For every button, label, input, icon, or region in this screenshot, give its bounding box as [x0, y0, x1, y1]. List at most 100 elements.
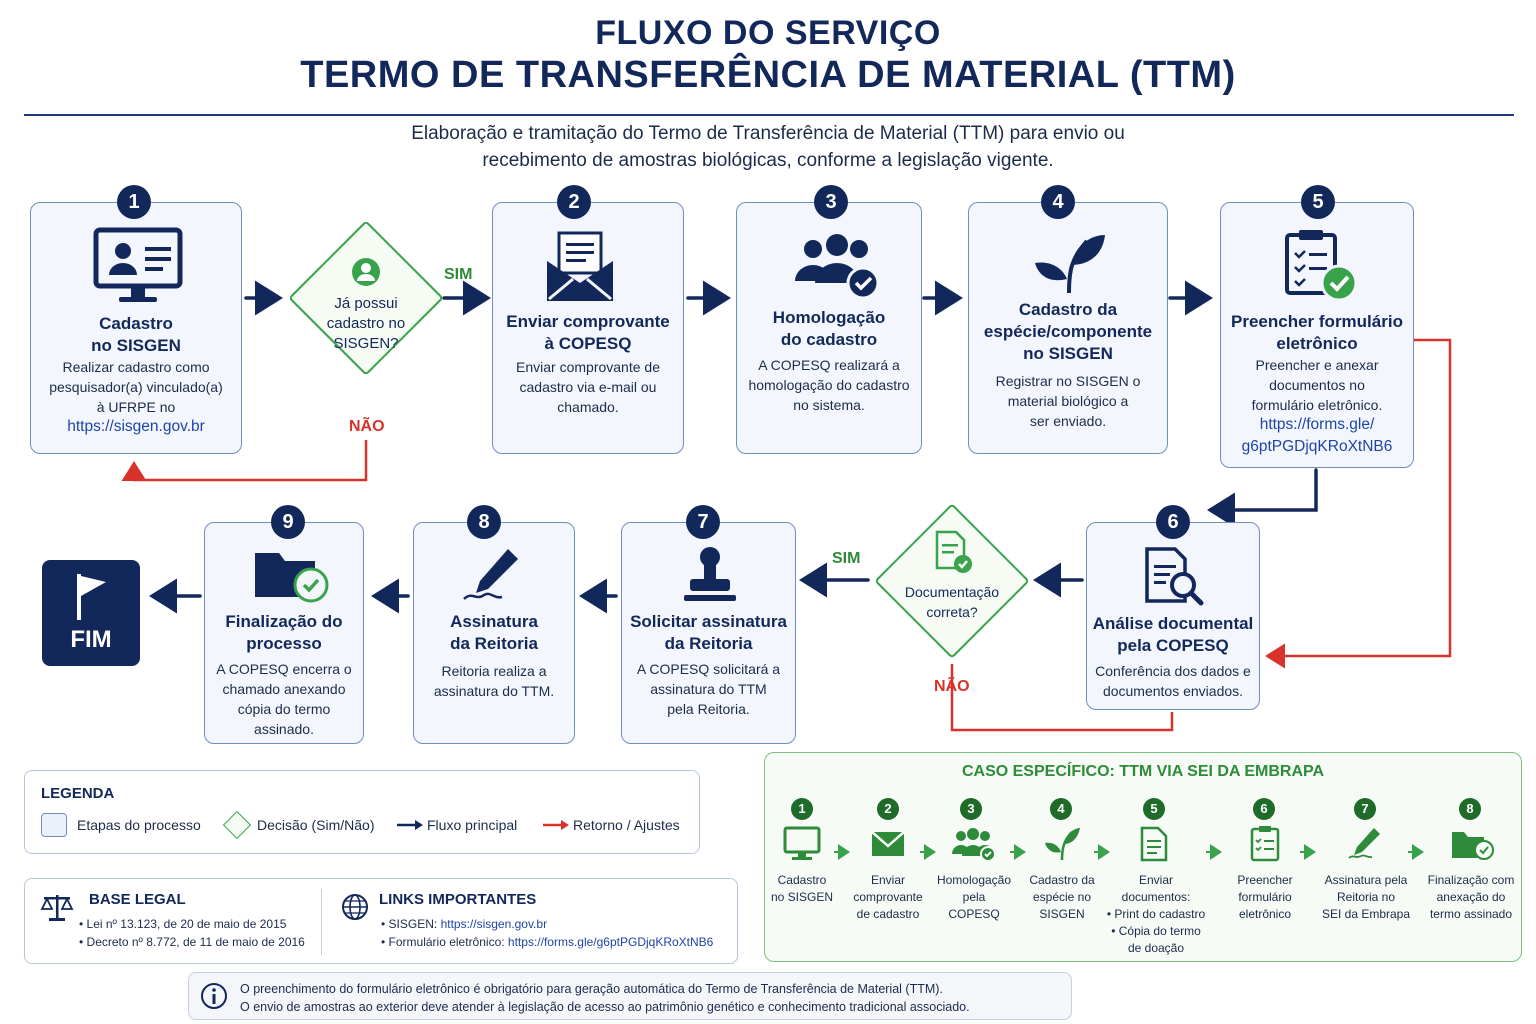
- return-arrow-5-to-6: [1265, 338, 1452, 669]
- step-7-box: Solicitar assinatura da Reitoria A COPES…: [621, 522, 796, 744]
- computer-user-icon: [93, 227, 183, 302]
- decision-2-text: Documentação correta?: [904, 584, 1000, 620]
- step-9-text-2: chamado anexando: [222, 681, 346, 697]
- step-4-text: Registrar no SISGEN o: [995, 373, 1141, 389]
- pen-signature-icon: [463, 549, 518, 600]
- step-5-box: Preencher formulário eletrônico Preenche…: [1220, 202, 1414, 468]
- return-arrow-d1: [121, 440, 368, 482]
- user-circle-icon: [352, 258, 380, 286]
- step-3-badge: 3: [814, 185, 848, 219]
- document-search-icon: [1145, 547, 1204, 606]
- sisgen-link[interactable]: https://sisgen.gov.br: [67, 418, 205, 435]
- links-sisgen-link[interactable]: https://sisgen.gov.br: [440, 917, 548, 931]
- panel-divider: [321, 889, 322, 955]
- step-3-title-2: do cadastro: [780, 330, 878, 349]
- step-9-text-3: cópia do termo: [237, 701, 331, 717]
- computer-icon: [783, 826, 821, 860]
- step-5-text-2: documentos no: [1269, 377, 1365, 393]
- people-group-icon: [952, 828, 996, 862]
- envelope-document-icon: [547, 231, 613, 301]
- clipboard-check-icon: [1285, 230, 1358, 302]
- step-9-badge: 9: [271, 505, 305, 539]
- step-8-text-2: assinatura do TTM.: [433, 683, 555, 699]
- legend-main-label: Fluxo principal: [427, 817, 518, 833]
- links-forms-link[interactable]: https://forms.gle/g6ptPGDjqKRoXtNB6: [507, 935, 714, 949]
- base-legal-item-2: • Decreto nº 8.772, de 11 de maio de 201…: [79, 935, 305, 949]
- embrapa-step-4-badge: 4: [1050, 798, 1072, 820]
- document-check-icon: [935, 530, 972, 573]
- embrapa-step-7-badge: 7: [1354, 798, 1376, 820]
- step-1-badge: 1: [117, 185, 151, 219]
- step-9-box: Finalização do processo A COPESQ encerra…: [204, 522, 364, 744]
- legend-panel: LEGENDA Etapas do processo Decisão (Sim/…: [24, 770, 700, 854]
- step-6-text-2: documentos enviados.: [1102, 683, 1244, 699]
- step-6-title-2: pela COPESQ: [1117, 636, 1229, 655]
- step-1-box: Cadastro no SISGEN Realizar cadastro com…: [30, 202, 242, 454]
- legal-links-panel: BASE LEGAL • Lei nº 13.123, de 20 de mai…: [24, 878, 738, 964]
- legend-return-label: Retorno / Ajustes: [573, 817, 680, 833]
- step-8-box: Assinatura da Reitoria Reitoria realiza …: [413, 522, 575, 744]
- step-5-text: Preencher e anexar: [1255, 357, 1379, 373]
- decision-2-yes-label: SIM: [832, 550, 861, 567]
- folder-check-small-icon: [1452, 832, 1494, 860]
- embrapa-step-6-badge: 6: [1253, 798, 1275, 820]
- decision-2-no-label: NÃO: [934, 678, 970, 695]
- step-2-title: Enviar comprovante: [506, 312, 670, 331]
- clipboard-icon: [1250, 826, 1280, 862]
- step-5-badge: 5: [1301, 185, 1335, 219]
- step-8-title: Assinatura: [450, 612, 538, 631]
- decision-1-no-label: NÃO: [349, 418, 385, 435]
- legend-title: LEGENDA: [41, 785, 115, 802]
- step-5-title: Preencher formulário: [1231, 312, 1403, 331]
- step-2-box: Enviar comprovante à COPESQ Enviar compr…: [492, 202, 684, 454]
- step-3-text-2: homologação do cadastro: [748, 377, 910, 393]
- decision-1-yes-label: SIM: [444, 266, 473, 283]
- step-2-text: Enviar comprovante de: [516, 359, 660, 375]
- links-item: • SISGEN: https://sisgen.gov.br: [381, 917, 548, 931]
- embrapa-title: CASO ESPECÍFICO: TTM VIA SEI DA EMBRAPA: [961, 763, 1325, 780]
- step-4-text-2: material biológico a: [1007, 393, 1129, 409]
- return-arrow-d2: [950, 664, 1174, 732]
- embrapa-step-8-badge: 8: [1459, 798, 1481, 820]
- forms-link[interactable]: https://forms.gle/: [1259, 416, 1375, 433]
- people-group-check-icon: [795, 234, 880, 299]
- page-title: FLUXO DO SERVIÇO: [595, 14, 941, 52]
- step-9-title: Finalização do: [225, 612, 343, 631]
- plant-sprout-icon: [1035, 235, 1105, 294]
- step-3-title: Homologação: [772, 308, 886, 327]
- step-7-text: A COPESQ solicitará a: [636, 661, 781, 677]
- page-subtitle: Elaboração e tramitação do Termo de Tran…: [411, 123, 1125, 171]
- links-item-2: • Formulário eletrônico: https://forms.g…: [381, 935, 714, 949]
- step-2-text-2: cadastro via e-mail ou: [519, 379, 657, 395]
- end-block: FIM: [42, 560, 140, 666]
- legend-return-arrow-icon: [543, 820, 569, 830]
- step-7-title-2: da Reitoria: [664, 634, 753, 653]
- folder-check-icon: [255, 553, 329, 603]
- forms-link-2[interactable]: g6ptPGDjqKRoXtNB6: [1241, 438, 1393, 455]
- step-7-text-3: pela Reitoria.: [667, 701, 750, 717]
- step-9-text: A COPESQ encerra o: [216, 661, 352, 677]
- step-4-title-3: no SISGEN: [1023, 344, 1113, 363]
- embrapa-step-1-badge: 1: [791, 798, 813, 820]
- step-6-badge: 6: [1156, 505, 1190, 539]
- globe-icon: [342, 894, 368, 920]
- links-title: LINKS IMPORTANTES: [379, 891, 537, 908]
- info-icon: [201, 983, 227, 1009]
- step-3-text-3: no sistema.: [793, 397, 865, 413]
- legend-steps-label: Etapas do processo: [77, 817, 201, 833]
- plant-icon: [1045, 828, 1080, 861]
- step-8-title-2: da Reitoria: [450, 634, 538, 653]
- page-title-main: TERMO DE TRANSFERÊNCIA DE MATERIAL (TTM): [300, 54, 1236, 96]
- step-8-badge: 8: [467, 505, 501, 539]
- step-1-text-2: pesquisador(a) vinculado(a): [49, 379, 223, 395]
- step-8-text: Reitoria realiza a: [441, 663, 547, 679]
- header-divider: [24, 114, 1514, 116]
- step-7-title: Solicitar assinatura: [630, 612, 787, 631]
- info-text: O preenchimento do formulário eletrônico…: [240, 982, 970, 1014]
